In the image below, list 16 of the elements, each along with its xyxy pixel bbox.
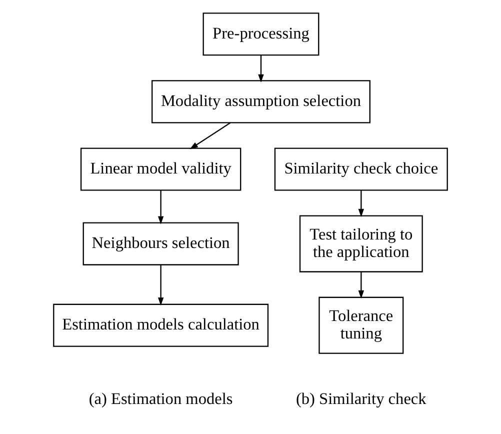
arrow <box>158 190 164 224</box>
node-box: Pre-processing <box>202 12 320 56</box>
arrow <box>358 272 364 299</box>
node-box: Test tailoring to the application <box>299 215 423 272</box>
label: (b) Similarity check <box>296 389 426 408</box>
node-box: Linear model validity <box>80 148 242 191</box>
node-box: Estimation models calculation <box>53 304 269 347</box>
node-box: Similarity check choice <box>274 148 448 191</box>
node-box: Neighbours selection <box>82 222 239 266</box>
node-box: Tolerance tuning <box>318 296 404 354</box>
node-box: Modality assumption selection <box>152 80 370 124</box>
arrow <box>190 122 231 150</box>
arrow <box>258 55 264 82</box>
arrow <box>158 264 164 306</box>
label: (a) Estimation models <box>88 389 233 408</box>
arrow <box>358 190 364 218</box>
